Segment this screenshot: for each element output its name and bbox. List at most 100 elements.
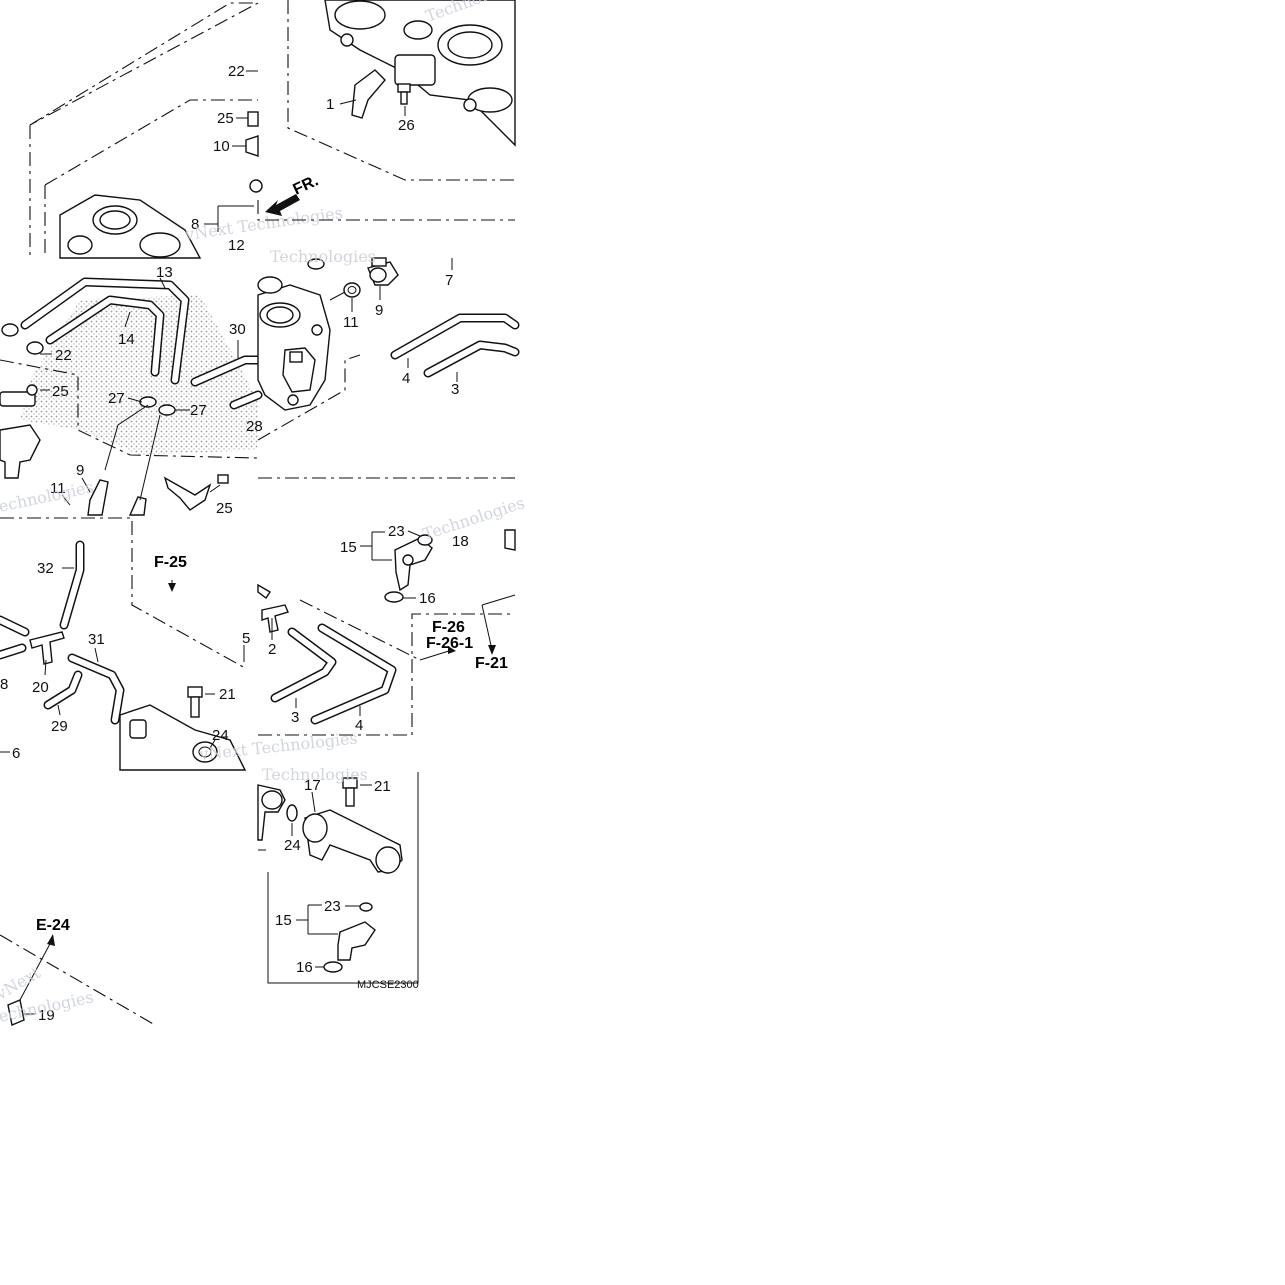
tile-lower-right: 23 15 18 16 2 3 4 F-26 F-26-1 F-21 Techn… bbox=[257, 493, 527, 736]
ref-f21: F-21 bbox=[475, 655, 508, 672]
callout-15: 15 bbox=[340, 539, 357, 556]
watermark: Technologies bbox=[262, 765, 368, 784]
callout-27: 27 bbox=[108, 390, 125, 407]
callout-24: 24 bbox=[284, 837, 301, 854]
callout-12: 12 bbox=[228, 237, 245, 254]
sensor-9 bbox=[367, 257, 399, 286]
callout-18: 18 bbox=[452, 533, 469, 550]
callout-10: 10 bbox=[213, 138, 230, 155]
injector-15-lower bbox=[337, 902, 376, 961]
callout-21: 21 bbox=[374, 778, 391, 795]
injector-15-upper bbox=[394, 534, 433, 592]
callout-28: 28 bbox=[246, 418, 263, 435]
callout-11: 11 bbox=[50, 480, 66, 497]
tile-bottom-left: E-24 19 vNext echnologies bbox=[0, 917, 156, 1026]
hose-32 bbox=[59, 540, 85, 630]
bracket-25 bbox=[163, 474, 229, 511]
callout-23: 23 bbox=[388, 523, 405, 540]
hose-3-mid bbox=[423, 340, 520, 378]
hose-30 bbox=[190, 355, 263, 387]
callout-1: 1 bbox=[326, 96, 334, 113]
fuel-rail-17 bbox=[302, 809, 403, 874]
callout-22: 22 bbox=[55, 347, 72, 364]
callout-27: 27 bbox=[190, 402, 207, 419]
hose-4-lower bbox=[310, 623, 397, 725]
hose-14 bbox=[45, 295, 165, 377]
hose-3-lower bbox=[270, 627, 337, 703]
callout-25: 25 bbox=[217, 110, 234, 127]
callout-30: 30 bbox=[229, 321, 246, 338]
front-direction-label: FR. bbox=[291, 172, 322, 198]
watermark: Technologies bbox=[270, 247, 376, 266]
clamp-27 bbox=[139, 396, 176, 416]
callout-19: 19 bbox=[38, 1007, 55, 1024]
watermark: vNext Technologies bbox=[183, 203, 344, 244]
bolt-21-lower bbox=[342, 777, 358, 807]
seal-16-upper bbox=[384, 591, 404, 603]
tile-mid-right: 11 9 7 4 3 Technologies bbox=[257, 247, 520, 479]
front-arrow-icon bbox=[265, 194, 300, 216]
callout-9: 9 bbox=[76, 462, 84, 479]
bolt-21 bbox=[187, 686, 203, 718]
callout-9: 9 bbox=[375, 302, 383, 319]
hose-left-short bbox=[0, 615, 30, 660]
fitting-left bbox=[87, 479, 147, 516]
callout-16: 16 bbox=[296, 959, 313, 976]
joint-20 bbox=[29, 631, 65, 665]
watermark: echnologies bbox=[0, 477, 95, 516]
tube-19 bbox=[7, 999, 25, 1026]
callout-22: 22 bbox=[228, 63, 245, 80]
callout-3: 3 bbox=[291, 709, 299, 726]
diagram-code: MJCSE2300 bbox=[357, 979, 419, 991]
callout-25: 25 bbox=[216, 500, 233, 517]
bracket-1 bbox=[351, 69, 386, 119]
callout-29: 29 bbox=[51, 718, 68, 735]
clamp-22-top bbox=[307, 258, 325, 270]
tile-mid-left: 13 14 30 22 25 27 27 28 9 11 25 echnolog… bbox=[0, 264, 263, 517]
seal-16-lower bbox=[323, 961, 343, 973]
callout-25: 25 bbox=[52, 383, 69, 400]
tile-top-right: 1 26 FR. Technologies bbox=[257, 0, 529, 221]
throttle-body-upper bbox=[324, 0, 516, 147]
callout-20: 20 bbox=[32, 679, 49, 696]
ref-f25: F-25 bbox=[154, 554, 187, 571]
hose-13 bbox=[20, 277, 190, 385]
sensor-clip bbox=[245, 111, 263, 193]
ref-e24: E-24 bbox=[36, 917, 70, 934]
callout-32: 32 bbox=[37, 560, 54, 577]
clamp-22 bbox=[1, 323, 44, 355]
callout-14: 14 bbox=[118, 331, 135, 348]
callout-23: 23 bbox=[324, 898, 341, 915]
hose-28 bbox=[229, 390, 263, 410]
hose-29 bbox=[43, 670, 83, 710]
ref-f26-1: F-26-1 bbox=[426, 635, 473, 652]
callout-11: 11 bbox=[343, 314, 359, 331]
sensor-9-left bbox=[0, 384, 41, 479]
callout-17: 17 bbox=[304, 777, 321, 794]
joint-2 bbox=[257, 583, 289, 633]
callout-24: 24 bbox=[212, 727, 229, 744]
callout-7: 7 bbox=[445, 272, 453, 289]
callout-4: 4 bbox=[355, 717, 363, 734]
callout-8: 8 bbox=[191, 216, 199, 233]
callout-5: 5 bbox=[242, 630, 250, 647]
callout-13: 13 bbox=[156, 264, 173, 281]
hose-4-mid bbox=[390, 313, 520, 360]
ref-f26: F-26 bbox=[432, 619, 465, 636]
callout-16: 16 bbox=[419, 590, 436, 607]
throttle-body-center bbox=[257, 276, 331, 411]
hose-31 bbox=[67, 653, 125, 725]
callout-21: 21 bbox=[219, 686, 236, 703]
screw-26 bbox=[397, 83, 411, 105]
o-ring-11 bbox=[343, 282, 361, 298]
callout-15: 15 bbox=[275, 912, 292, 929]
callout-26: 26 bbox=[398, 117, 415, 134]
callout-6: 6 bbox=[12, 745, 20, 762]
callout-8: 8 bbox=[0, 676, 8, 693]
clip-18 bbox=[504, 529, 516, 551]
callout-4: 4 bbox=[402, 370, 410, 387]
throttle-body-left bbox=[59, 194, 202, 259]
callout-2: 2 bbox=[268, 641, 276, 658]
tile-bottom-right: 21 17 24 15 23 16 MJCSE2300 Technologies bbox=[257, 765, 419, 991]
